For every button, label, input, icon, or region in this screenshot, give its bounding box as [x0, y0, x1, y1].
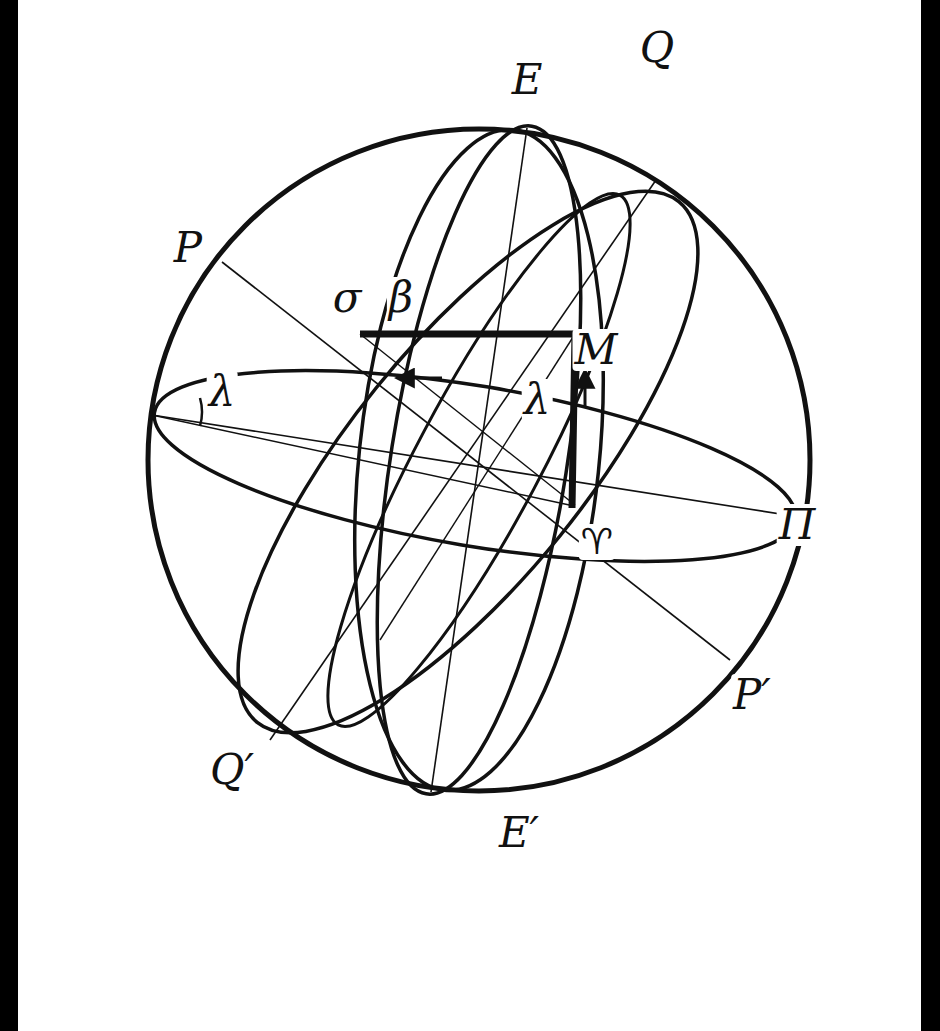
meridian-ellipse	[325, 117, 633, 802]
motion-arrow	[584, 372, 587, 406]
axis-line	[270, 180, 656, 740]
ecliptic-ellipse	[141, 333, 808, 598]
axis-line	[431, 128, 527, 792]
point-label: E	[510, 59, 545, 101]
axis-line	[152, 415, 806, 518]
angle-label: σ	[331, 277, 364, 319]
coordinate-path	[360, 334, 575, 508]
point-label: P′	[731, 674, 773, 716]
motion-arrow	[398, 377, 442, 380]
angle-label: λ	[207, 371, 238, 413]
sphere-outline	[148, 129, 810, 791]
point-label: Π	[777, 504, 818, 546]
equator-ellipse	[165, 127, 770, 796]
point-label: E′	[497, 812, 541, 854]
radius-line	[152, 415, 574, 506]
angle-label: β	[387, 277, 415, 319]
point-label: M	[572, 329, 619, 371]
radius-line	[380, 334, 575, 640]
angle-label: λ	[522, 379, 553, 421]
axis-line	[222, 262, 730, 660]
point-label: Q′	[208, 749, 256, 791]
point-label: Q	[638, 27, 676, 69]
radius-line	[360, 334, 575, 505]
point-label: P	[172, 227, 204, 269]
angle-arc	[200, 398, 202, 426]
meridian-ellipse	[339, 112, 619, 807]
equinox-symbol: ♈	[579, 524, 615, 560]
